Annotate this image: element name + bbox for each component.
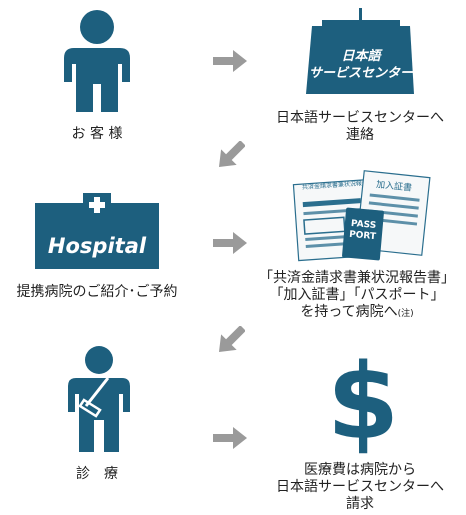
arrow-right-icon: [213, 232, 247, 254]
injured-patient-icon: [68, 346, 130, 452]
note-mark: (注): [397, 309, 414, 319]
treatment-label: 診 療: [76, 466, 118, 482]
arrow-down-left-icon: [218, 326, 245, 353]
arrow-right-icon: [213, 50, 247, 72]
hospital-building-icon: [35, 193, 159, 269]
billing-label: 医療費は病院から 日本語サービスセンターへ 請求: [276, 462, 444, 512]
documents-label: 「共済金請求書兼状況報告書」 「加入証書」「パスポート」 を持って病院へ(注): [259, 270, 455, 320]
service-center-label: 日本語サービスセンターへ 連絡: [276, 110, 444, 143]
customer-label: お 客 様: [71, 126, 123, 142]
japanese-service-center-icon: [306, 8, 414, 94]
passport-booklet: [342, 207, 384, 261]
hospital-badge: Hospital: [47, 234, 147, 258]
customer-person-icon: [64, 10, 130, 112]
documents-passport-icon: 共済金請求書兼状況報告書 加入証書 PASS PORT: [292, 170, 432, 262]
arrow-right-icon: [213, 427, 247, 449]
passport-text: PASS PORT: [348, 218, 377, 243]
arrow-down-left-icon: [218, 141, 245, 168]
hospital-label: 提携病院のご紹介･ご予約: [16, 284, 178, 300]
dollar-sign-icon: $: [326, 341, 400, 463]
service-center-badge: 日本語 サービスセンター: [308, 49, 413, 81]
